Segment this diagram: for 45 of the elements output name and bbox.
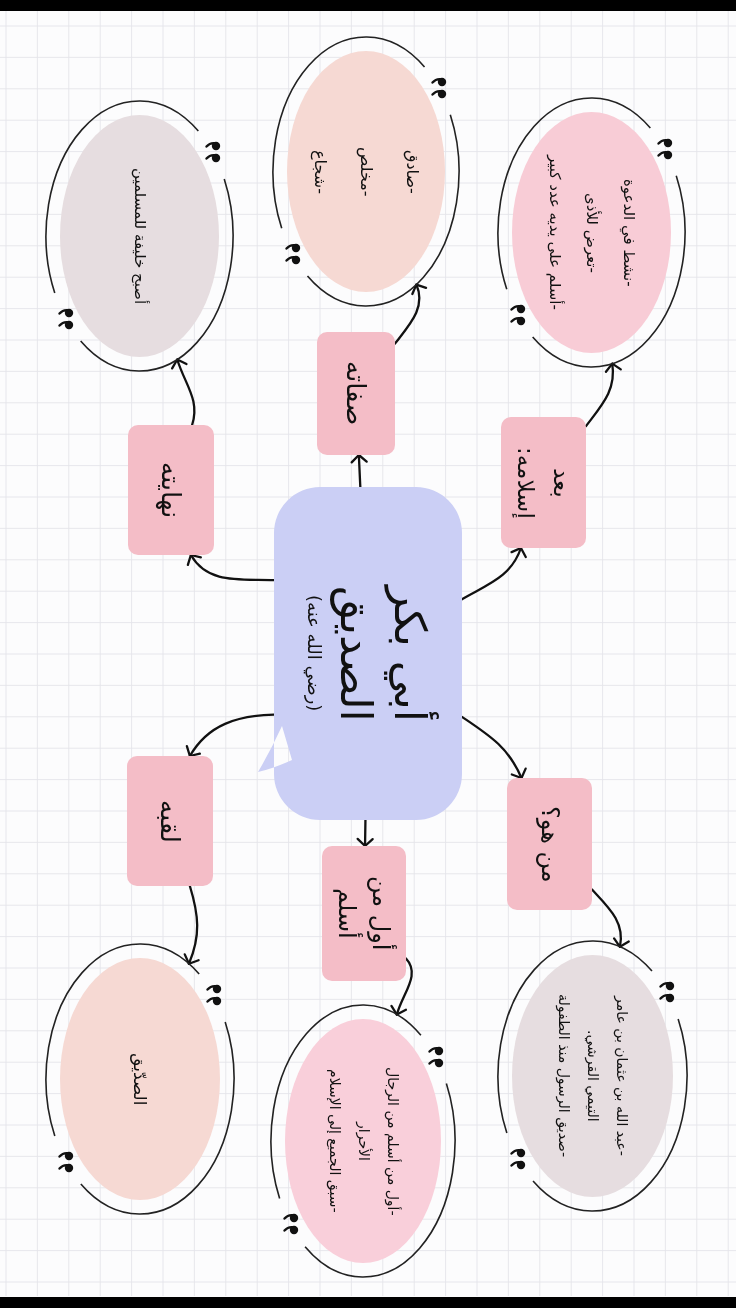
topic-box (501, 417, 586, 548)
arrow (460, 715, 527, 780)
note-text: -مخلص (355, 146, 377, 197)
topic-label: بعد إسلامه: (511, 445, 576, 521)
arrow (390, 957, 413, 1016)
topic-label: لقبه (154, 799, 186, 843)
topic-box (127, 756, 213, 886)
arrow (187, 553, 276, 582)
arrow (171, 358, 196, 427)
arrow (584, 362, 622, 428)
arrow (356, 818, 374, 848)
note-text: -سبق الجميع إلى الإسلام (325, 1069, 344, 1213)
speech-bubble (256, 487, 462, 820)
quote-oval (497, 97, 686, 368)
arrow (350, 453, 368, 489)
note-text: أصبح خليفة للمسلمين (129, 167, 150, 305)
note-text: -شجاع (309, 149, 331, 194)
quote-oval (45, 100, 234, 372)
note-text: -أسلم على يديه عدد كبير (545, 155, 566, 310)
title-text: أبي بكر الصديق (329, 584, 437, 724)
arrow (590, 888, 630, 948)
note-text: -صادق (402, 149, 423, 194)
topic-box (322, 846, 406, 981)
arrow (186, 713, 276, 758)
topic-label: صفاته (340, 361, 372, 426)
quote-oval (497, 940, 688, 1212)
topic-box (317, 332, 395, 455)
note-text: -عبد الله بن عثمان بن عامر التيمي القرشي. (584, 994, 631, 1158)
topic-box (128, 425, 214, 555)
subtitle-text: (رضي الله عنه) (302, 595, 326, 712)
note-text: -أول من أسلم من الرجال الأحرار (354, 1065, 402, 1218)
note-text: -نشط في الدعوة (619, 178, 639, 287)
topic-label: نهايته (155, 461, 187, 519)
quote-oval (45, 943, 235, 1215)
quote-oval (270, 1004, 456, 1278)
note-text: -صديق الرسول منذ الطفولة (554, 994, 573, 1158)
arrow (183, 884, 200, 965)
note-text: الصدّيق (129, 1052, 151, 1106)
topic-label: أول من أسلم (332, 875, 397, 953)
arrow (460, 546, 527, 601)
quote-oval (272, 36, 460, 307)
topic-box (507, 778, 592, 910)
arrow (393, 283, 427, 345)
topic-label: من هو؟ (534, 805, 565, 883)
note-text: -تعرض للأذى (582, 192, 603, 273)
